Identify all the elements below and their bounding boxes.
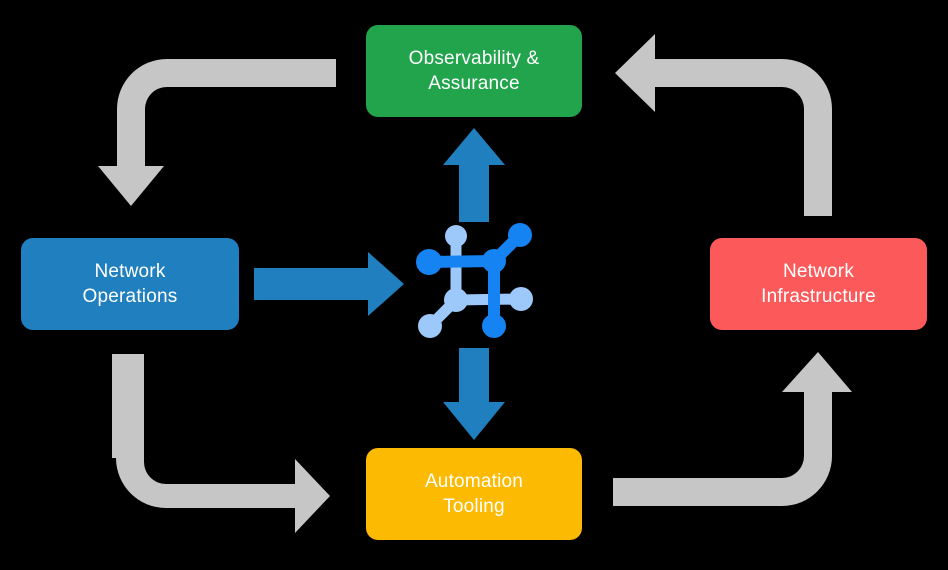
arrow-center-to-observability	[443, 128, 505, 222]
node-network-operations[interactable]: Network Operations	[21, 238, 239, 330]
arrow-automation-to-infrastructure	[613, 352, 852, 506]
arrow-operations-to-automation	[112, 354, 330, 533]
node-top	[445, 225, 467, 247]
node-hub-lower	[444, 288, 468, 312]
node-bottom-left	[418, 314, 442, 338]
node-network-infrastructure[interactable]: Network Infrastructure	[710, 238, 927, 330]
arrow-observability-to-operations	[98, 59, 336, 206]
node-network-operations-label: Network Operations	[82, 260, 178, 307]
arrow-center-to-automation	[443, 348, 505, 440]
arrow-operations-to-center	[254, 252, 404, 316]
node-observability-assurance[interactable]: Observability & Assurance	[366, 25, 582, 117]
node-left	[416, 249, 442, 275]
arrow-infrastructure-to-observability	[615, 34, 832, 216]
node-automation-tooling[interactable]: Automation Tooling	[366, 448, 582, 540]
topology-nodes-light	[418, 225, 533, 338]
node-bottom	[482, 314, 506, 338]
node-automation-tooling-label: Automation Tooling	[424, 470, 524, 517]
node-observability-assurance-label: Observability & Assurance	[408, 47, 540, 94]
node-hub-upper	[482, 249, 506, 273]
node-top-right	[508, 223, 532, 247]
node-right	[509, 287, 533, 311]
network-topology-icon	[416, 223, 533, 338]
node-network-infrastructure-label: Network Infrastructure	[761, 260, 876, 307]
topology-nodes-dark	[416, 223, 532, 338]
